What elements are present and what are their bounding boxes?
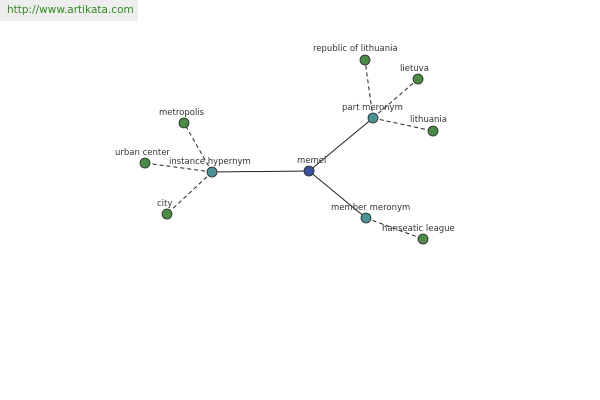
node-city[interactable] (161, 208, 173, 220)
edge-memel-to-member-meronym (308, 170, 367, 219)
edge-instance-hypernym-to-metropolis (183, 122, 213, 173)
graph-labels: memel instance hypernym part meronym member… (115, 44, 455, 234)
edge-part-meronym-to-lithuania (372, 117, 434, 132)
node-label-member-meronym: member meronym (331, 203, 410, 213)
node-label-instance-hypernym: instance hypernym (169, 157, 251, 167)
node-label-part-meronym: part meronym (342, 103, 403, 113)
node-label-memel: memel (297, 156, 326, 166)
node-metropolis[interactable] (178, 117, 190, 129)
node-label-lietuva: lietuva (400, 64, 429, 74)
node-memel[interactable] (303, 165, 315, 177)
node-urban-center[interactable] (139, 157, 151, 169)
node-part-meronym[interactable] (367, 112, 379, 124)
node-member-meronym[interactable] (360, 212, 372, 224)
watermark-banner: http://www.artikata.com (0, 0, 138, 21)
node-label-republic-of-lithuania: republic of lithuania (313, 44, 398, 54)
node-lithuania[interactable] (427, 125, 439, 137)
edge-memel-to-instance-hypernym (211, 170, 310, 173)
graph-nodes (139, 54, 439, 245)
node-label-hanseatic-league: hanseatic league (382, 224, 455, 234)
node-instance-hypernym[interactable] (206, 166, 218, 178)
edge-part-meronym-to-lietuva (372, 78, 419, 119)
watermark-link[interactable]: http://www.artikata.com (7, 4, 134, 16)
node-label-lithuania: lithuania (410, 115, 447, 125)
node-hanseatic-league[interactable] (417, 233, 429, 245)
edge-instance-hypernym-to-city (166, 171, 213, 215)
node-lietuva[interactable] (412, 73, 424, 85)
edge-part-meronym-to-republic-of-lithuania (364, 59, 374, 119)
node-label-urban-center: urban center (115, 148, 170, 158)
node-republic-of-lithuania[interactable] (359, 54, 371, 66)
edge-instance-hypernym-to-urban-center (144, 162, 213, 173)
graph-edges (144, 59, 434, 240)
edge-memel-to-part-meronym (308, 117, 374, 172)
node-label-city: city (157, 199, 172, 209)
edge-member-meronym-to-hanseatic-league (365, 217, 424, 240)
node-label-metropolis: metropolis (159, 108, 205, 118)
